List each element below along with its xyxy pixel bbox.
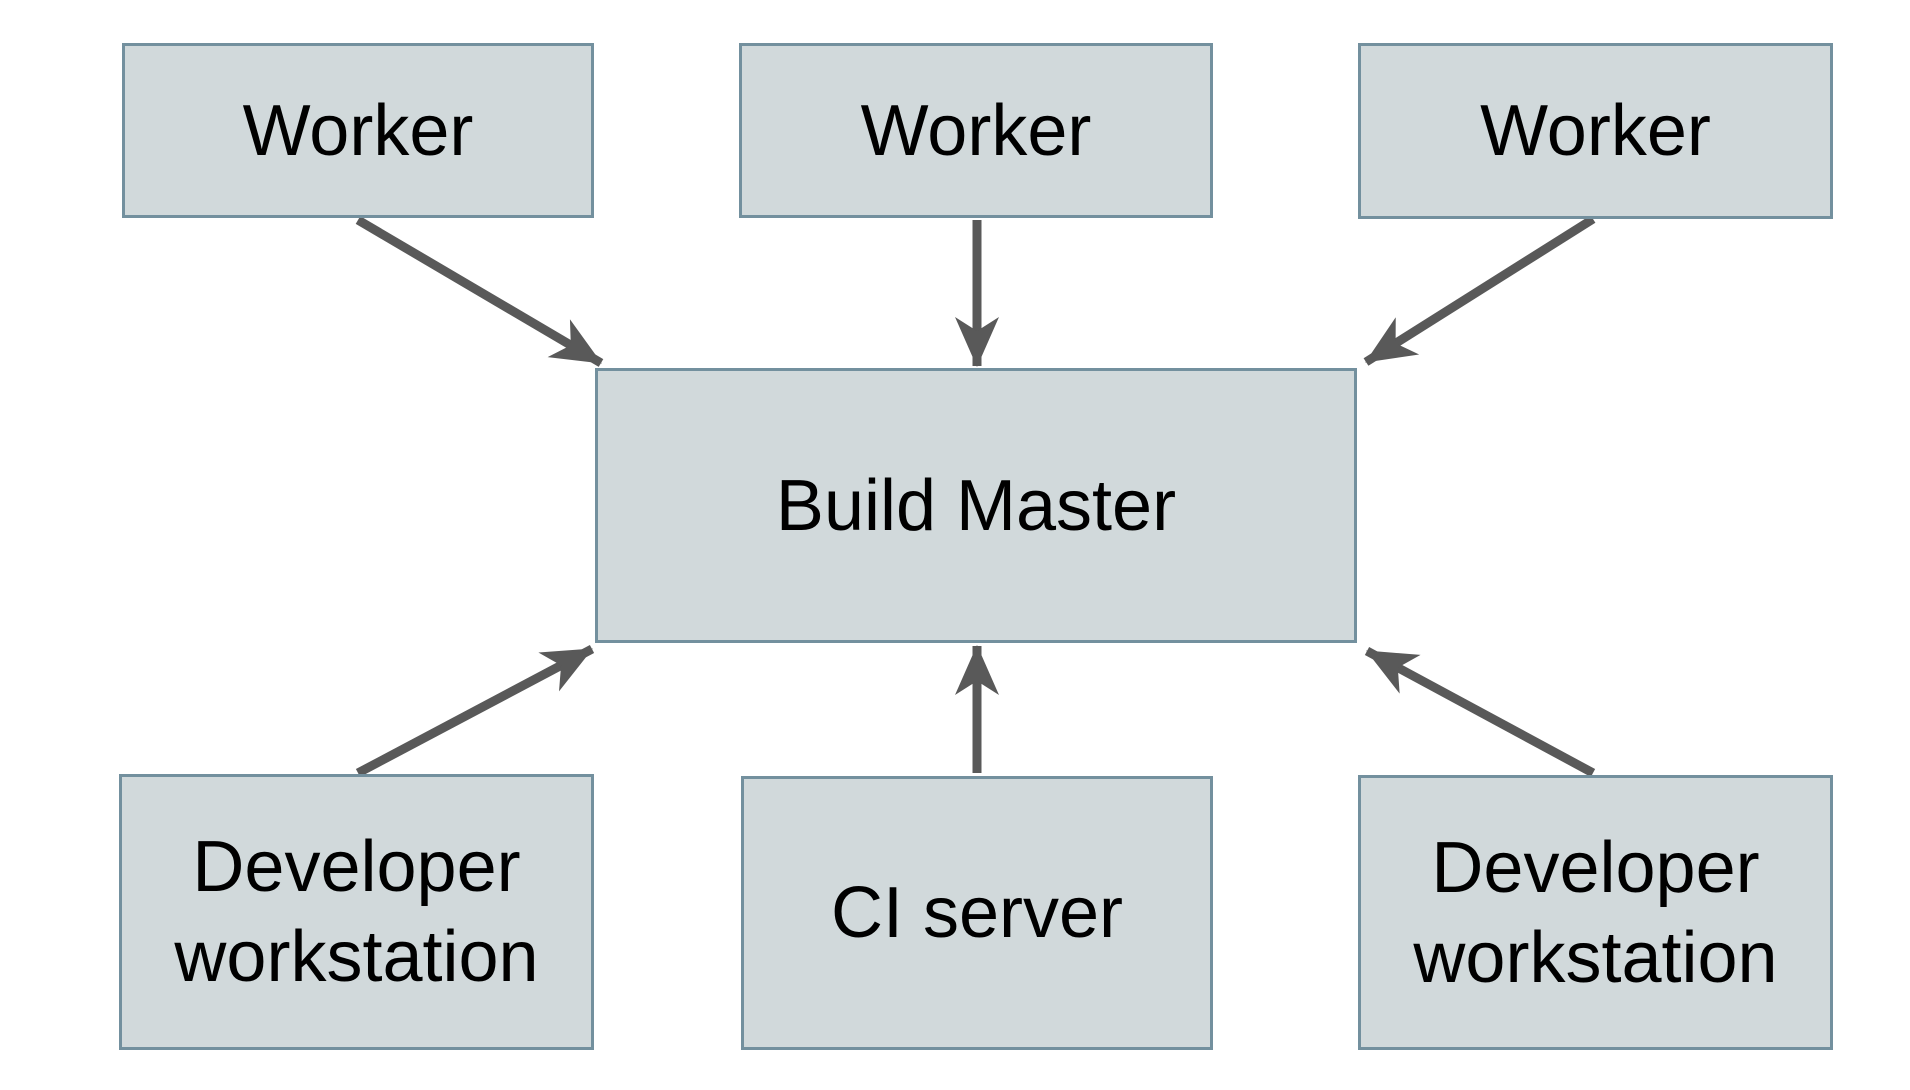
node-worker-2-label: Worker	[860, 90, 1092, 171]
node-ci-server: CI server	[741, 776, 1213, 1050]
arrow-developer-workstation-right-to-build-master	[1364, 647, 1596, 777]
node-worker-1-label: Worker	[242, 90, 474, 171]
node-build-master-label: Build Master	[775, 465, 1177, 546]
arrow-developer-workstation-left-to-build-master	[355, 645, 595, 777]
node-developer-workstation-left-label: Developer workstation	[174, 827, 539, 997]
node-build-master: Build Master	[595, 368, 1357, 643]
node-ci-server-label: CI server	[830, 873, 1124, 953]
arrow-worker-1-to-build-master	[355, 216, 604, 367]
node-worker-3-label: Worker	[1480, 91, 1711, 171]
node-developer-workstation-left: Developer workstation	[119, 774, 594, 1050]
node-developer-workstation-right-label: Developer workstation	[1413, 827, 1778, 998]
node-worker-2: Worker	[739, 43, 1213, 218]
arrow-worker-3-to-build-master	[1363, 215, 1596, 366]
node-developer-workstation-right: Developer workstation	[1358, 775, 1833, 1050]
node-worker-1: Worker	[122, 43, 594, 218]
node-worker-3: Worker	[1358, 43, 1833, 219]
